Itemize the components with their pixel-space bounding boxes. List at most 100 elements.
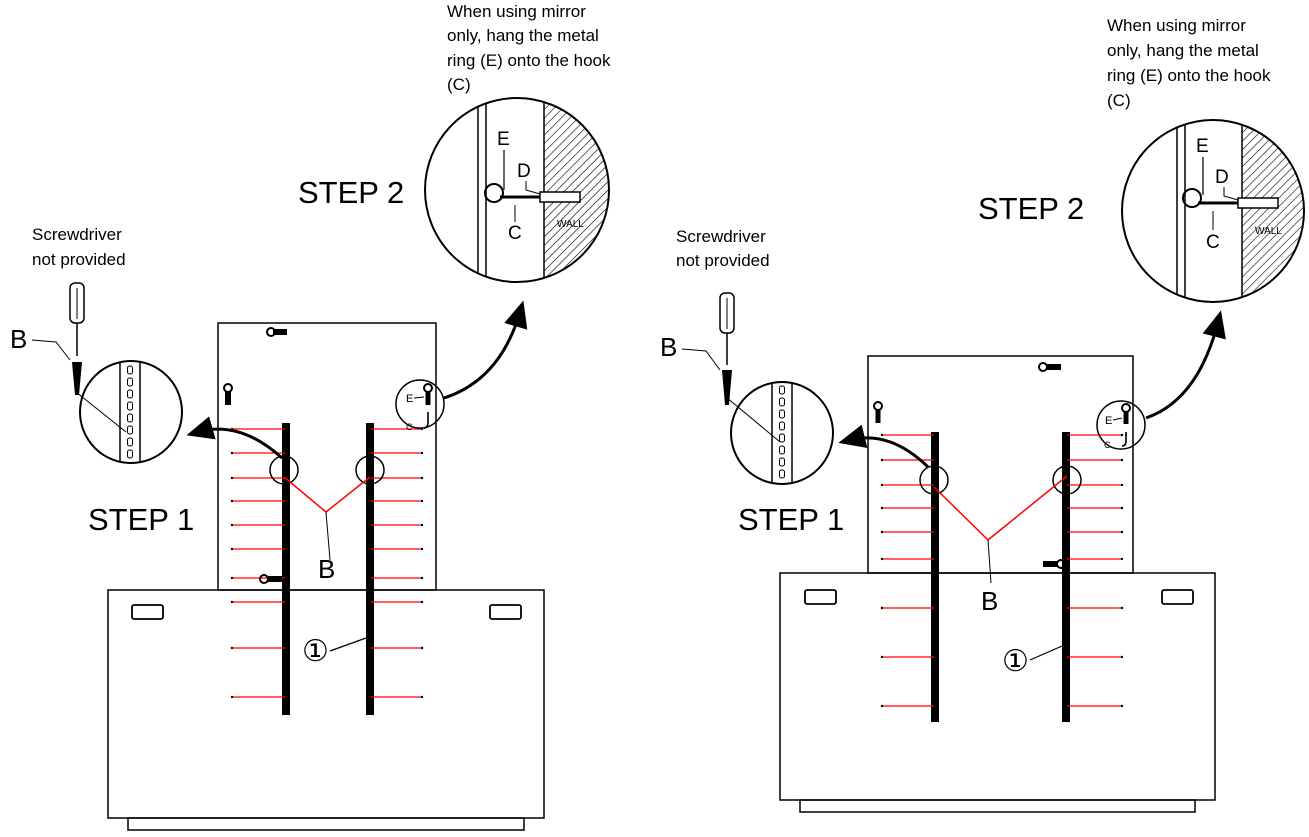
screw-dot — [420, 451, 424, 455]
upright-slot — [779, 469, 785, 479]
screw-dot — [880, 655, 884, 659]
screw-lines — [230, 427, 424, 699]
hanging-wire — [283, 476, 371, 513]
wall-anchor-icon — [1237, 197, 1279, 209]
step1-label: STEP 1 — [88, 502, 194, 537]
dresser-body — [107, 589, 545, 819]
dresser-handle-right — [1161, 589, 1194, 605]
screw-dot — [284, 451, 288, 455]
screw-dot — [933, 483, 937, 487]
screw-dot — [420, 646, 424, 650]
screw-dot — [420, 576, 424, 580]
label-d: D — [1215, 167, 1229, 188]
label-c-small: C — [1104, 440, 1111, 450]
screw-dot — [933, 506, 937, 510]
screw-dot — [933, 704, 937, 708]
metal-ring-icon — [484, 183, 504, 203]
screw-dot — [1064, 655, 1068, 659]
mirror-note-line4: (C) — [1107, 91, 1131, 110]
hook-icon — [423, 383, 433, 405]
screw-dot — [1064, 458, 1068, 462]
upright-left — [282, 423, 290, 715]
upright-slot — [779, 421, 785, 431]
screw-dot — [420, 547, 424, 551]
screw-detail-circle — [730, 381, 834, 485]
screw-dot — [880, 433, 884, 437]
screw-dot — [284, 499, 288, 503]
upright-slot-icon — [771, 383, 793, 483]
screw-icon — [722, 370, 732, 405]
upright-slot — [127, 449, 133, 459]
screw-dot — [1064, 506, 1068, 510]
screw-dot — [1064, 557, 1068, 561]
screw-dot — [368, 646, 372, 650]
screwdriver-note-line2: not provided — [676, 251, 770, 270]
screw-dot — [368, 547, 372, 551]
screw-dot — [880, 458, 884, 462]
upright-slot — [779, 397, 785, 407]
hook-icon — [259, 574, 282, 584]
screw-dot — [368, 451, 372, 455]
screw-dot — [880, 704, 884, 708]
mirror-note-line1: When using mirror — [1107, 16, 1246, 35]
screw-dot — [880, 506, 884, 510]
label-b-wire: B — [981, 586, 998, 616]
screw-dot — [420, 476, 424, 480]
screwdriver-note-line1: Screwdriver — [676, 227, 766, 246]
hook-icon — [1043, 559, 1066, 569]
upright-slot — [127, 437, 133, 447]
screwdriver-icon — [69, 282, 85, 356]
screw-dot — [880, 606, 884, 610]
upright-slot — [779, 445, 785, 455]
screw-dot — [420, 695, 424, 699]
screw-dot — [1064, 483, 1068, 487]
label-part-number: ① — [302, 635, 329, 668]
label-e-small: E — [406, 393, 413, 405]
diagram-right: E C B ① STEP 1 B Screwdriver not — [660, 16, 1305, 813]
screw-dot — [1064, 606, 1068, 610]
screw-dot — [230, 695, 234, 699]
screw-dot — [1120, 433, 1124, 437]
screw-dot — [880, 557, 884, 561]
screw-dot — [284, 646, 288, 650]
screw-dot — [880, 483, 884, 487]
dresser-handle-left — [131, 604, 164, 620]
screw-dot — [230, 523, 234, 527]
hanging-wire — [933, 475, 1068, 542]
hook-icon — [266, 327, 287, 337]
detail-circle-hook — [1096, 400, 1146, 450]
upright-slot — [779, 433, 785, 443]
dresser-handle-right — [489, 604, 522, 620]
wire-anchor-circle-right — [355, 455, 385, 485]
screw-dot — [1064, 704, 1068, 708]
dresser-handle-left — [804, 589, 837, 605]
metal-ring-icon — [423, 412, 429, 429]
screw-dot — [230, 576, 234, 580]
mirror-note-line4: (C) — [447, 75, 471, 94]
mirror-panel — [217, 322, 437, 591]
screw-dot — [230, 547, 234, 551]
screw-dot — [368, 427, 372, 431]
screw-dot — [1120, 704, 1124, 708]
screw-dot — [230, 451, 234, 455]
screw-dot — [933, 655, 937, 659]
step2-label: STEP 2 — [298, 175, 404, 210]
dresser-base — [127, 817, 525, 831]
screw-dot — [1064, 433, 1068, 437]
upright-slot-icon — [119, 362, 141, 462]
screw-dot — [933, 530, 937, 534]
step2-label: STEP 2 — [978, 191, 1084, 226]
screw-dot — [1120, 655, 1124, 659]
screw-lines — [880, 433, 1124, 708]
upright-slot — [127, 401, 133, 411]
wire-anchor-circle-right — [1052, 465, 1082, 495]
screw-dot — [880, 530, 884, 534]
label-wall: WALL — [557, 219, 584, 230]
metal-ring-icon — [1121, 432, 1127, 447]
screw-dot — [933, 458, 937, 462]
upright-right — [1062, 432, 1070, 722]
label-e-small: E — [1105, 415, 1112, 427]
screw-dot — [230, 646, 234, 650]
screw-dot — [1064, 530, 1068, 534]
